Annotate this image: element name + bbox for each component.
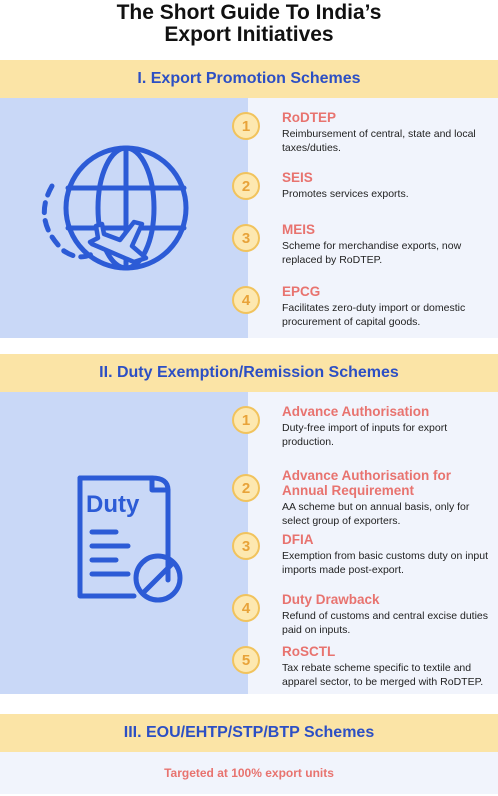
item-title: Advance Authorisation bbox=[282, 404, 430, 419]
section-1-art bbox=[0, 98, 248, 338]
section-1-panel: 1 RoDTEP Reimbursement of central, state… bbox=[0, 98, 498, 338]
item-number-badge: 3 bbox=[232, 532, 260, 560]
item-title: MEIS bbox=[282, 222, 316, 237]
section-3-note: Targeted at 100% export units bbox=[0, 752, 498, 794]
page-title: The Short Guide To India’s Export Initia… bbox=[0, 2, 498, 46]
item-title: SEIS bbox=[282, 170, 313, 185]
item-title: Duty Drawback bbox=[282, 592, 380, 607]
item-title: RoDTEP bbox=[282, 110, 336, 125]
section-2-heading: II. Duty Exemption/Remission Schemes bbox=[0, 354, 498, 392]
section-2-panel: Duty 1 Advance Authorisation Duty-free i… bbox=[0, 392, 498, 694]
section-1-heading: I. Export Promotion Schemes bbox=[0, 60, 498, 98]
item-number-badge: 3 bbox=[232, 224, 260, 252]
title-line-2: Export Initiatives bbox=[164, 23, 334, 46]
item-number-badge: 4 bbox=[232, 286, 260, 314]
item-description: Scheme for merchandise exports, now repl… bbox=[282, 240, 462, 266]
item-number-badge: 4 bbox=[232, 594, 260, 622]
item-number-badge: 2 bbox=[232, 474, 260, 502]
title-line-1: The Short Guide To India’s bbox=[116, 1, 382, 24]
item-number-badge: 1 bbox=[232, 406, 260, 434]
item-title: RoSCTL bbox=[282, 644, 336, 659]
duty-icon-label: Duty bbox=[86, 491, 140, 518]
item-description: Facilitates zero-duty import or domestic… bbox=[282, 302, 466, 328]
item-description: Tax rebate scheme specific to textile an… bbox=[282, 662, 484, 688]
item-title: EPCG bbox=[282, 284, 321, 299]
item-description: Promotes services exports. bbox=[282, 188, 409, 200]
item-description: AA scheme but on annual basis, only for … bbox=[282, 501, 470, 527]
item-number-badge: 2 bbox=[232, 172, 260, 200]
section-3-heading: III. EOU/EHTP/STP/BTP Schemes bbox=[0, 714, 498, 752]
item-number-badge: 5 bbox=[232, 646, 260, 674]
section-2-art: Duty bbox=[0, 392, 248, 694]
item-description: Exemption from basic customs duty on inp… bbox=[282, 550, 489, 576]
item-title: Advance Authorisation for Annual Require… bbox=[282, 468, 452, 498]
item-description: Reimbursement of central, state and loca… bbox=[282, 128, 476, 154]
item-description: Refund of customs and central excise dut… bbox=[282, 610, 489, 636]
item-title: DFIA bbox=[282, 532, 314, 547]
item-description: Duty-free import of inputs for export pr… bbox=[282, 422, 448, 448]
globe-plane-icon bbox=[41, 145, 189, 271]
item-number-badge: 1 bbox=[232, 112, 260, 140]
duty-document-icon: Duty bbox=[77, 475, 183, 603]
